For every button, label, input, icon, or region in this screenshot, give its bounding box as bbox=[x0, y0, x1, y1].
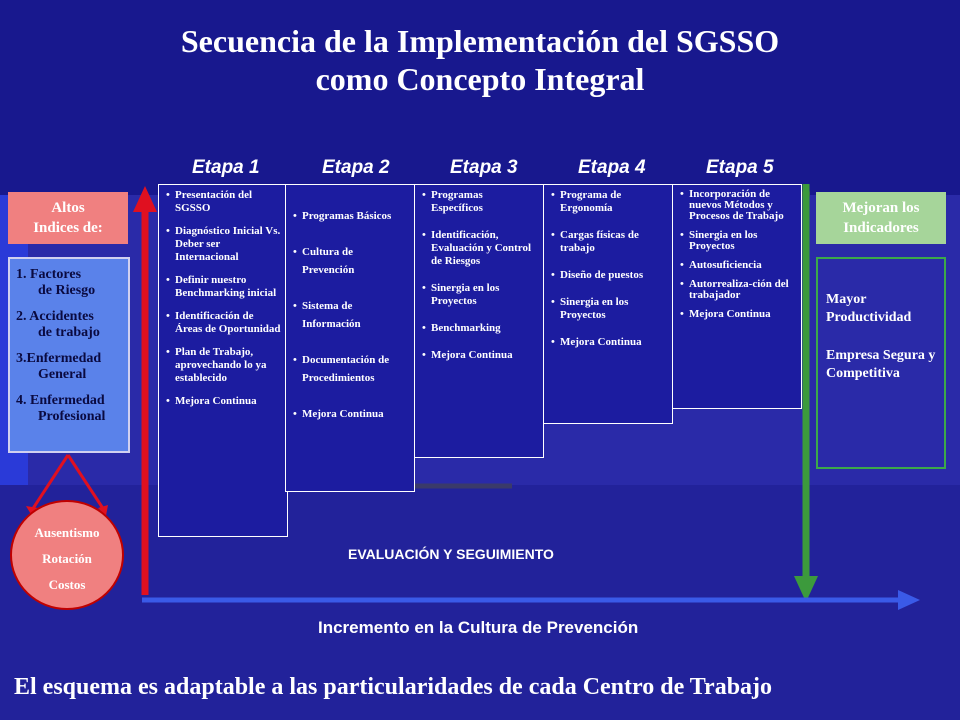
improve-line-2: Indicadores bbox=[843, 220, 919, 236]
stage-3-item: Benchmarking bbox=[422, 322, 537, 335]
stage-label-1: Etapa 1 bbox=[192, 157, 260, 178]
red-branch-left bbox=[30, 454, 70, 511]
results-box: Mayor Productividad Empresa Segura y Com… bbox=[816, 257, 946, 469]
circle-item-ausentismo: Ausentismo bbox=[34, 525, 100, 540]
stage-label-4: Etapa 4 bbox=[578, 157, 646, 178]
stage-4-item: Diseño de puestos bbox=[551, 269, 666, 282]
stage-5-item: Sinergia en los Proyectos bbox=[680, 230, 795, 252]
stage-1-item: Definir nuestro Benchmarking inicial bbox=[166, 274, 281, 300]
stage-label-5: Etapa 5 bbox=[706, 157, 774, 178]
blue-right-arrow-head bbox=[898, 590, 920, 610]
improve-line-1: Mejoran los bbox=[842, 200, 920, 216]
red-up-arrow-head bbox=[133, 186, 157, 212]
stage-2-item: Mejora Continua bbox=[293, 405, 408, 423]
stage-1-item: Diagnóstico Inicial Vs. Deber ser Intern… bbox=[166, 225, 281, 264]
stage-4-item: Mejora Continua bbox=[551, 336, 666, 349]
high-indices-line-1: Altos bbox=[51, 200, 85, 216]
stage-4-item: Sinergia en los Proyectos bbox=[551, 296, 666, 322]
title-line-2: como Concepto Integral bbox=[315, 61, 645, 97]
high-indices-line-2: Indices de: bbox=[33, 220, 103, 236]
stage-2-item: Documentación de Procedimientos bbox=[293, 351, 408, 387]
slide-title: Secuencia de la Implementación del SGSSO… bbox=[0, 22, 960, 98]
stage-4-item: Cargas físicas de trabajo bbox=[551, 229, 666, 255]
stage-box-4: Programa de Ergonomía Cargas físicas de … bbox=[543, 184, 673, 424]
green-down-arrow-head bbox=[794, 576, 818, 602]
stage-2-item: Programas Básicos bbox=[293, 207, 408, 225]
stage-box-2: Programas Básicos Cultura de Prevención … bbox=[285, 184, 415, 492]
stage-3-item: Identificación, Evaluación y Control de … bbox=[422, 229, 537, 268]
evaluation-label: EVALUACIÓN Y SEGUIMIENTO bbox=[348, 546, 554, 562]
stage-2-item: Sistema de Información bbox=[293, 297, 408, 333]
stage-box-5: Incorporación de nuevos Métodos y Proces… bbox=[672, 184, 802, 409]
stage-3-item: Sinergia en los Proyectos bbox=[422, 282, 537, 308]
stage-1-item: Identificación de Áreas de Oportunidad bbox=[166, 310, 281, 336]
stage-box-3: Programas Específicos Identificación, Ev… bbox=[414, 184, 544, 458]
stage-label-3: Etapa 3 bbox=[450, 157, 518, 178]
red-branch-right bbox=[66, 454, 106, 511]
result-item: Empresa Segura y Competitiva bbox=[826, 348, 936, 381]
stage-2-item: Cultura de Prevención bbox=[293, 243, 408, 279]
circle-item-rotacion: Rotación bbox=[42, 551, 92, 566]
title-line-1: Secuencia de la Implementación del SGSSO bbox=[180, 23, 780, 59]
stage-1-item: Presentación del SGSSO bbox=[166, 189, 281, 215]
stage-5-item: Autorrealiza-ción del trabajador bbox=[680, 279, 795, 301]
stage-1-item: Plan de Trabajo, aprovechando lo ya esta… bbox=[166, 346, 281, 385]
stage-1-item: Mejora Continua bbox=[166, 395, 281, 408]
consequences-circle: Ausentismo Rotación Costos bbox=[10, 500, 124, 610]
result-item: Mayor Productividad bbox=[826, 292, 912, 325]
red-branch-right-head bbox=[98, 505, 108, 516]
stage-5-item: Autosuficiencia bbox=[680, 260, 795, 272]
footer-note: El esquema es adaptable a las particular… bbox=[14, 674, 773, 700]
stage-5-item: Mejora Continua bbox=[680, 309, 795, 321]
circle-item-costos: Costos bbox=[48, 577, 86, 592]
stage-4-item: Programa de Ergonomía bbox=[551, 189, 666, 215]
stage-label-2: Etapa 2 bbox=[322, 157, 390, 178]
stage-box-1: Presentación del SGSSO Diagnóstico Inici… bbox=[158, 184, 288, 537]
stage-5-item: Incorporación de nuevos Métodos y Proces… bbox=[680, 189, 795, 222]
increment-label: Incremento en la Cultura de Prevención bbox=[318, 618, 639, 637]
stage-3-item: Programas Específicos bbox=[422, 189, 537, 215]
stage-3-item: Mejora Continua bbox=[422, 349, 537, 362]
